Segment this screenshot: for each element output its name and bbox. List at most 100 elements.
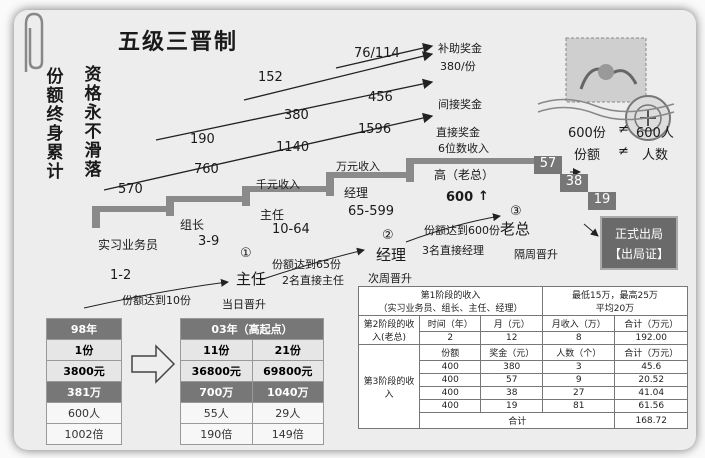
table-cell: 27 [541, 386, 616, 400]
step-leader-range: 3-9 [198, 234, 220, 249]
stage-director: 主任 [236, 270, 267, 288]
table-cell: 400 [418, 360, 482, 374]
table-cell: 45.6 [614, 360, 688, 374]
note-share-word: 份额 [574, 148, 601, 163]
value-570: 570 [118, 182, 143, 197]
table-cell: 400 [418, 386, 482, 400]
note-not-equal-icon: ≠ [618, 122, 629, 137]
table-1998-price: 3800元 [46, 360, 122, 382]
step-intern-label: 实习业务员 [98, 238, 159, 252]
value-190: 190 [190, 132, 215, 147]
same-day-promotion: 当日晋升 [222, 298, 266, 311]
side-label-right: 资格永不滑落 [84, 65, 102, 180]
income-total-label: 合计 [418, 412, 616, 429]
income-stage3-header-0: 份额 [418, 344, 482, 361]
cascade-box-57: 57 [534, 156, 562, 174]
value-76-114: 76/114 [354, 46, 400, 61]
income-stage3-header-2: 人数（个） [541, 344, 616, 361]
ladder-arrows [83, 42, 601, 309]
value-456: 456 [368, 90, 393, 105]
income-stage2-header-3: 合计（万元） [614, 315, 688, 332]
comparison-arrow-icon [131, 344, 176, 384]
table-cell: 400 [418, 373, 482, 387]
value-1140: 1140 [276, 140, 310, 155]
table-2003-total-b: 1040万 [251, 381, 324, 403]
income-stage2-label: 第2阶段的收入(老总) [358, 315, 420, 345]
income-stage1-title: 第1阶段的收入 （实习业务员、组长、主任、经理） [358, 286, 543, 316]
exit-certificate: 【出局证】 [608, 247, 669, 261]
table-cell: 41.04 [614, 386, 688, 400]
two-direct-directors: 2名直接主任 [282, 274, 344, 287]
table-1998-times: 1002倍 [46, 423, 122, 445]
value-760: 760 [194, 162, 219, 177]
table-row: 400 19 81 61.56 [359, 399, 688, 413]
next-week-promotion: 隔周晋升 [514, 248, 558, 261]
table-cell: 3 [541, 360, 616, 374]
table-row: 400 57 9 20.52 [359, 373, 688, 387]
table-cell: 57 [480, 373, 543, 387]
staircase [92, 158, 540, 228]
value-380-per-share: 380/份 [440, 60, 476, 73]
value-152: 152 [258, 70, 283, 85]
table-2003-times-b: 149倍 [251, 423, 324, 445]
paperclip-icon [24, 12, 44, 72]
reach-600-label: 份额达到600份 [424, 224, 500, 237]
table-2003-times-a: 190倍 [180, 423, 253, 445]
side-label-left: 份额终身累计 [46, 67, 64, 182]
table-cell: 61.56 [614, 399, 688, 413]
three-direct-managers: 3名直接经理 [422, 244, 484, 257]
step-director-range: 10-64 [272, 222, 310, 237]
table-row: 400 380 3 45.6 [359, 360, 688, 374]
step-director-label: 主任 [260, 208, 285, 222]
next-week-promotion-2: 次周晋升 [368, 272, 412, 285]
stage-manager: 经理 [376, 246, 407, 264]
table-1998-year: 98年 [46, 318, 122, 340]
table-cell: 380 [480, 360, 543, 374]
exit-title: 正式出局 [614, 227, 663, 241]
direct-bonus-label: 直接奖金 [436, 126, 480, 139]
table-2003-people-b: 29人 [251, 402, 324, 424]
table-2003-total-a: 700万 [180, 381, 253, 403]
reach-10-label: 份额达到10份 [122, 294, 191, 307]
step-manager-label: 经理 [344, 186, 369, 200]
thousand-income-label: 千元收入 [256, 178, 300, 191]
table-2003-price-b: 69800元 [251, 360, 324, 382]
value-1596: 1596 [358, 122, 392, 137]
income-stage2-value-2: 8 [541, 331, 616, 345]
note-people: 600人 [636, 126, 674, 141]
income-stage2-value-1: 12 [480, 331, 543, 345]
income-stage3-label: 第3阶段的收入 [358, 344, 420, 429]
reach-65-label: 份额达到65份 [272, 258, 341, 271]
table-cell: 20.52 [614, 373, 688, 387]
step-manager-range: 65-599 [348, 204, 395, 219]
income-stage3-header-3: 合计（万元） [614, 344, 688, 361]
note-shares: 600份 [568, 126, 606, 141]
value-380: 380 [284, 108, 309, 123]
income-stage1-average: 平均20万 [595, 304, 635, 314]
table-cell: 9 [541, 373, 616, 387]
postage-stamp-icon [537, 37, 675, 141]
up-arrow-icon: ↑ [478, 189, 489, 204]
exit-box: 正式出局 【出局证】 [600, 216, 678, 270]
table-2003-header: 03年（高起点） [180, 318, 324, 340]
stage-circle-1: ① [240, 246, 252, 261]
indirect-bonus-label: 间接奖金 [438, 98, 482, 111]
income-stage2-value-0: 2 [418, 331, 482, 345]
stage-boss: 老总 [500, 220, 531, 238]
income-stage1-min-max: 最低15万，最高25万 [572, 291, 658, 301]
table-1998: 98年 1份 3800元 381万 600人 1002倍 [46, 318, 122, 445]
stage-circle-2: ② [382, 228, 394, 243]
table-cell: 19 [480, 399, 543, 413]
diagram-card: 五级三晋制 份额终身累计 资格永不滑落 570 190 760 152 380 … [14, 10, 696, 450]
income-stage2-value-3: 192.00 [614, 331, 688, 345]
table-1998-people: 600人 [46, 402, 122, 424]
table-2003-shares-b: 21份 [251, 339, 324, 361]
table-2003-shares-a: 11份 [180, 339, 253, 361]
table-row: 400 38 27 41.04 [359, 386, 688, 400]
income-stage2-header-2: 月收入（万） [541, 315, 616, 332]
cascade-box-38: 38 [560, 174, 588, 192]
note-people-word: 人数 [642, 148, 669, 163]
income-stage3-header-1: 奖金（元） [480, 344, 543, 361]
step-senior-label: 高（老总） [434, 168, 495, 182]
